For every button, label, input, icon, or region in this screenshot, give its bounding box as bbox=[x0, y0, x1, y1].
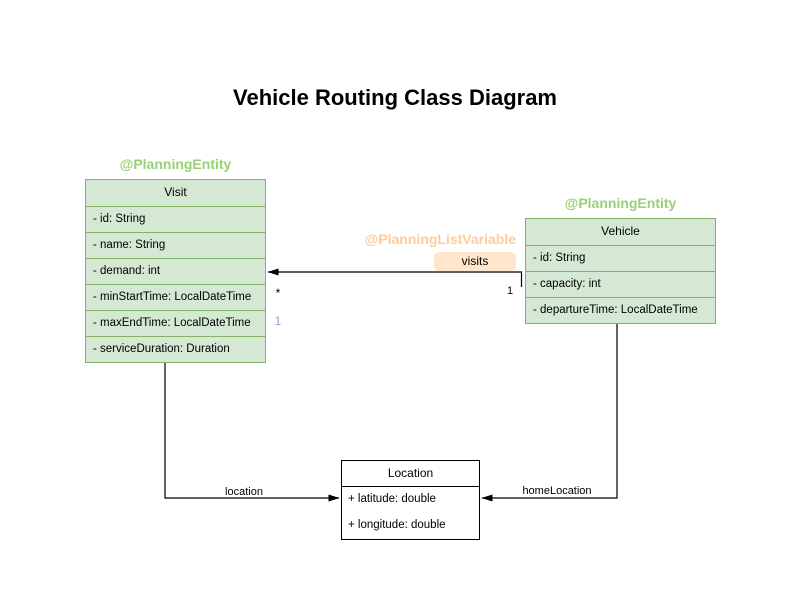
class-visit-attribute: - name: String bbox=[86, 232, 265, 258]
class-vehicle-attribute: - departureTime: LocalDateTime bbox=[526, 297, 715, 323]
class-visit-attribute: - maxEndTime: LocalDateTime bbox=[86, 310, 265, 336]
class-vehicle-attribute: - capacity: int bbox=[526, 271, 715, 297]
class-location-attribute: + longitude: double bbox=[348, 519, 446, 531]
edge-home-location[interactable] bbox=[481, 322, 618, 502]
location-edge-label: location bbox=[225, 486, 263, 498]
class-visit[interactable]: Visit - id: String - name: String - dema… bbox=[85, 179, 266, 363]
visits-source-multiplicity: 1 bbox=[506, 285, 514, 297]
planning-list-variable-annotation: @PlanningListVariable bbox=[364, 231, 516, 247]
edge-location[interactable] bbox=[164, 362, 340, 502]
visits-edge-label[interactable]: visits bbox=[434, 252, 516, 271]
visits-target-multiplicity: * bbox=[275, 286, 281, 300]
class-visit-attribute: - minStartTime: LocalDateTime bbox=[86, 284, 265, 310]
class-location-attribute: + latitude: double bbox=[348, 493, 436, 505]
home-location-edge-label: homeLocation bbox=[522, 485, 592, 497]
class-location-title: Location bbox=[342, 461, 479, 487]
class-visit-attribute: - demand: int bbox=[86, 258, 265, 284]
class-visit-title: Visit bbox=[164, 185, 187, 199]
visit-planning-entity-annotation: @PlanningEntity bbox=[119, 156, 232, 172]
class-vehicle-attribute: - id: String bbox=[526, 245, 715, 271]
class-location[interactable]: Location + latitude: double + longitude:… bbox=[341, 460, 480, 540]
edge-visits[interactable] bbox=[267, 268, 523, 287]
vehicle-planning-entity-annotation: @PlanningEntity bbox=[564, 195, 677, 211]
visits-index-label: 1 bbox=[274, 314, 282, 328]
class-visit-attribute: - id: String bbox=[86, 206, 265, 232]
diagram-title: Vehicle Routing Class Diagram bbox=[233, 85, 557, 110]
class-vehicle[interactable]: Vehicle - id: String - capacity: int - d… bbox=[525, 218, 716, 324]
class-vehicle-title: Vehicle bbox=[601, 224, 640, 238]
class-visit-attribute: - serviceDuration: Duration bbox=[86, 336, 265, 362]
